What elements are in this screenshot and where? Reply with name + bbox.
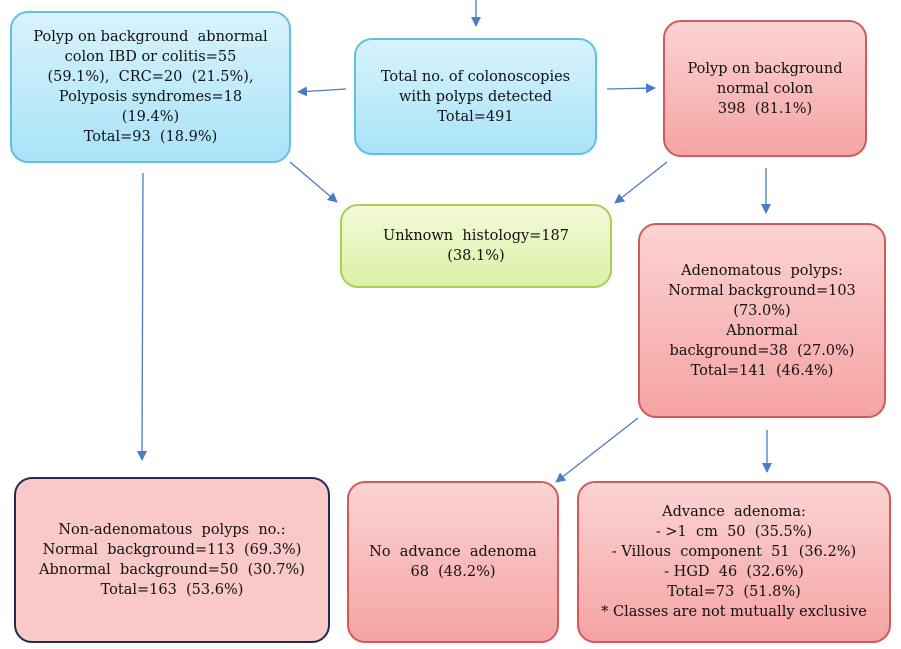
non-adenomatous-polyps-box: Non-adenomatous polyps no.: Normal backg…: [14, 477, 330, 643]
total-line-2: with polyps detected: [398, 88, 553, 105]
non-adenomatous-line-2: Normal background=113 (69.3%): [42, 542, 302, 558]
unknown-line-2: (38.1%): [447, 248, 505, 264]
advance-adenoma-box: Advance adenoma: - >1 cm 50 (35.5%) - Vi…: [577, 481, 891, 643]
adenomatous-line-5: background=38 (27.0%): [669, 342, 855, 359]
total-line-3: Total=491: [437, 108, 514, 125]
total-colonoscopies-box: Total no. of colonoscopies with polyps d…: [354, 38, 597, 155]
adenomatous-line-6: Total=141 (46.4%): [690, 362, 834, 379]
unknown-histology-box: Unknown histology=187 (38.1%): [340, 204, 612, 288]
abnormal-line-6: Total=93 (18.9%): [83, 129, 218, 145]
arrow-total-to-abnormal: [297, 86, 347, 97]
adenomatous-line-3: (73.0%): [733, 302, 791, 319]
advance-line-2: - >1 cm 50 (35.5%): [655, 524, 813, 540]
arrow-total-to-normal: [606, 83, 656, 94]
adenomatous-line-1: Adenomatous polyps:: [681, 262, 843, 279]
normal-line-2: normal colon: [716, 80, 814, 97]
arrow-adenomatous-to-no-advance: [555, 417, 639, 483]
adenomatous-line-4: Abnormal: [726, 322, 798, 339]
non-adenomatous-line-1: Non-adenomatous polyps no.:: [58, 522, 286, 538]
unknown-line-1: Unknown histology=187: [382, 228, 570, 244]
arrow-normal-to-unknown: [614, 161, 668, 204]
no-advance-line-2: 68 (48.2%): [410, 564, 496, 580]
arrow-abnormal-to-non-adenomatous: [137, 172, 148, 461]
advance-line-4: - HGD 46 (32.6%): [664, 564, 804, 580]
advance-line-5: Total=73 (51.8%): [667, 584, 801, 600]
normal-background-box: Polyp on background normal colon 398 (81…: [663, 20, 867, 157]
no-advance-adenoma-box: No advance adenoma 68 (48.2%): [347, 481, 559, 643]
adenomatous-polyps-box: Adenomatous polyps: Normal background=10…: [638, 223, 886, 418]
normal-line-3: 398 (81.1%): [717, 100, 813, 117]
advance-line-3: - Villous component 51 (36.2%): [611, 544, 857, 560]
abnormal-line-3: (59.1%), CRC=20 (21.5%),: [47, 69, 254, 85]
advance-line-6: * Classes are not mutually exclusive: [601, 604, 867, 620]
abnormal-line-4: Polyposis syndromes=18: [58, 89, 243, 105]
abnormal-line-2: colon IBD or colitis=55: [64, 49, 237, 65]
normal-line-1: Polyp on background: [687, 60, 843, 77]
no-advance-line-1: No advance adenoma: [369, 544, 537, 560]
abnormal-line-5: (19.4%): [121, 109, 180, 125]
adenomatous-line-2: Normal background=103: [668, 282, 856, 299]
advance-line-1: Advance adenoma:: [662, 504, 806, 520]
non-adenomatous-line-3: Abnormal background=50 (30.7%): [39, 562, 305, 578]
arrow-abnormal-to-unknown: [289, 161, 338, 203]
abnormal-line-1: Polyp on background abnormal: [33, 29, 268, 45]
abnormal-background-box: Polyp on background abnormal colon IBD o…: [10, 11, 291, 163]
non-adenomatous-line-4: Total=163 (53.6%): [100, 582, 244, 598]
total-line-1: Total no. of colonoscopies: [380, 68, 571, 85]
